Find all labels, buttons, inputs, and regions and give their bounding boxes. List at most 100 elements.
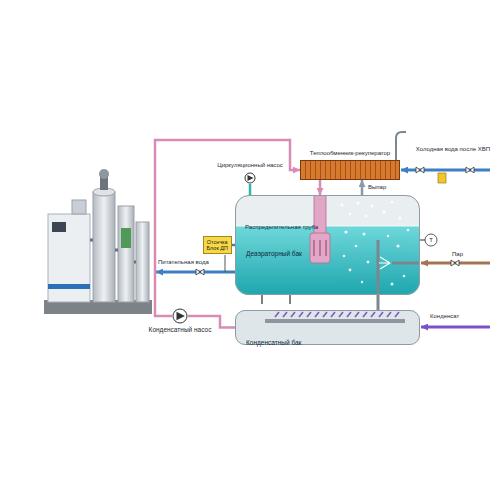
node-text: Блок ДП [207,245,229,251]
illustration-part [416,167,424,173]
node-text: Отсечка [207,239,229,245]
equipment-photo [44,169,152,314]
illustration-part [392,262,420,265]
label-holder: Распределительная труба [245,224,318,231]
pipe-connector [361,180,364,195]
illustration-part [262,295,290,304]
illustration-part [48,214,90,302]
deaerator-tank-interior [235,195,420,295]
illustration-part [118,206,134,302]
illustration-part [349,213,351,215]
illustration-part [275,312,399,317]
callout-label: Пар [452,251,463,258]
illustration-part [343,255,345,257]
steam-line [421,260,490,266]
illustration-part [48,284,90,289]
illustration-part [420,240,425,241]
illustration-part [361,281,363,283]
pump-circle [173,309,187,323]
node-text: Циркуляционный насос [210,162,290,169]
illustration-part [363,233,366,236]
illustration-part [438,173,446,183]
illustration-part [377,240,380,295]
illustration-part [349,269,352,272]
node-text: Конденсатный бак [246,339,301,346]
illustration-part [401,169,490,172]
pump-symbol: Циркуляционный насос [244,172,256,184]
illustration-part [99,169,109,179]
node-text: Конденсатный насос [140,326,220,333]
illustration-part [310,233,330,263]
pipe-connector [319,180,322,195]
pump-triangle [177,312,185,320]
node-text: Деаэраторный бак [246,250,302,257]
control-box: ОтсечкаБлок ДП [203,236,233,255]
illustration-part [156,271,235,274]
illustration-part [52,222,66,232]
illustration-part [344,230,347,233]
label-holder: Т [428,237,434,244]
pump-triangle [248,175,254,181]
illustration-part [196,269,204,275]
illustration-part [355,245,358,248]
heat-exchanger: Теплообменник-рекуператор [300,160,400,180]
illustration-part [365,215,367,217]
pump-circle [245,173,255,183]
deaerator-tank: Деаэраторный бак [235,195,420,295]
pump-outline [172,308,188,324]
illustration-part [371,205,374,208]
illustration-part [377,295,380,310]
node-text: Теплообменник-рекуператор [301,150,399,157]
illustration-part [407,229,410,232]
illustration-part [235,195,420,295]
illustration-part [367,261,370,264]
edge-label-holder: Выпар [367,184,387,191]
callout-label: Конденсат [430,313,459,320]
illustration-part [121,228,131,248]
pipe-connector [249,184,252,195]
illustration-part [399,217,402,220]
cold-water-line [396,132,490,183]
illustration-part [136,222,149,302]
label-holder: Конденсат [430,313,459,320]
illustration-part [314,240,326,256]
feed-water-line [156,255,235,275]
condensate-line [421,327,490,328]
pump-symbol: Конденсатный насос [172,308,188,324]
label-holder: Пар [452,251,463,258]
illustration-part [265,319,405,323]
label-holder: Холодная вода после ХВП [416,146,490,153]
tank-fittings [262,234,437,310]
callout-label: Холодная вода после ХВП [416,146,490,153]
illustration-part [396,244,399,247]
illustration-part [403,275,406,278]
illustration-part [341,201,410,286]
condensate-tank: Конденсатный бак [235,310,420,345]
callout-label: Т [428,237,434,244]
illustration-part [379,257,390,269]
illustration-part [421,326,490,329]
callout-label: Распределительная труба [245,224,318,231]
callout-label: Питательная вода [158,259,209,266]
pipe-connector [188,316,235,328]
illustration-part [356,201,359,204]
illustration-part [466,167,474,173]
illustration-part [451,260,459,266]
edge-label: Выпар [367,184,387,191]
illustration-part [93,192,115,302]
illustration-part [383,211,386,214]
illustration-part [225,255,226,272]
illustration-part [90,240,136,262]
illustration-part [425,234,437,246]
illustration-part [391,283,394,286]
illustration-part [72,200,86,214]
pump-outline [244,172,256,184]
illustration-part [341,204,344,207]
illustration-part [396,132,406,160]
label-holder: Питательная вода [158,259,209,266]
illustration-part [391,201,393,203]
illustration-part [235,226,420,295]
illustration-part [387,235,389,237]
